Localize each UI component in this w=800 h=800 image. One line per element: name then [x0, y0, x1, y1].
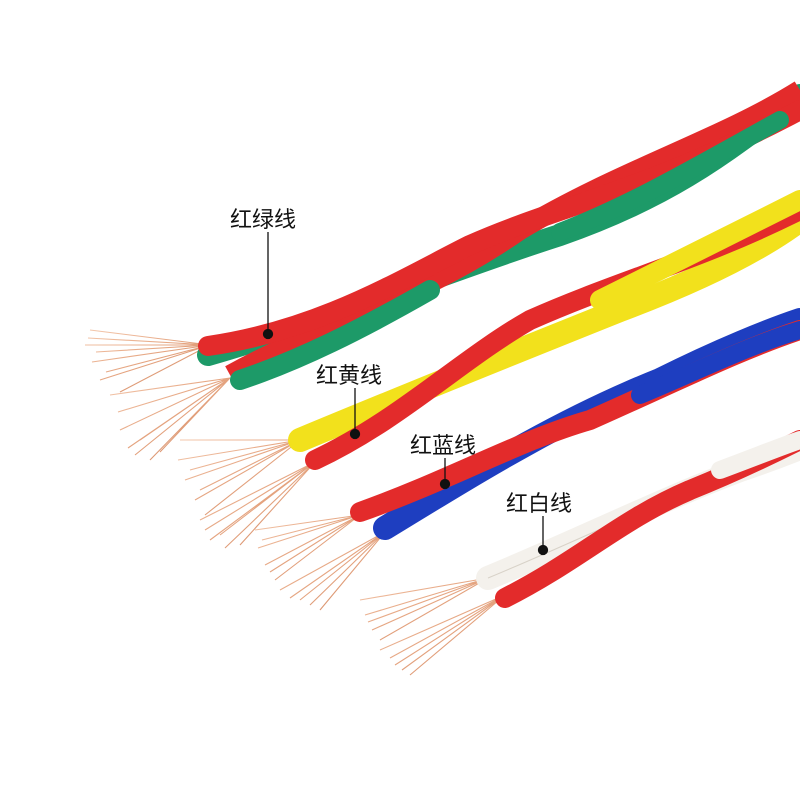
cable-red-green	[85, 81, 800, 461]
copper-strands	[254, 514, 386, 611]
callout-leaders	[262, 232, 549, 556]
label-red-blue-wire: 红蓝线	[410, 434, 477, 459]
copper-strands	[85, 329, 231, 461]
cable-red-blue	[254, 308, 800, 611]
leader-dot-red-green	[262, 328, 274, 340]
copper-strands	[359, 577, 506, 676]
leader-dot-red-white	[537, 544, 549, 556]
leader-dot-red-blue	[439, 478, 451, 490]
copper-strands	[177, 439, 316, 549]
cable-red-yellow	[177, 190, 800, 549]
leader-dot-red-yellow	[349, 428, 361, 440]
cable-red-white	[359, 430, 800, 676]
label-red-yellow-wire: 红黄线	[316, 364, 383, 389]
label-red-green-wire: 红绿线	[230, 208, 297, 233]
label-red-white-wire: 红白线	[506, 492, 573, 517]
